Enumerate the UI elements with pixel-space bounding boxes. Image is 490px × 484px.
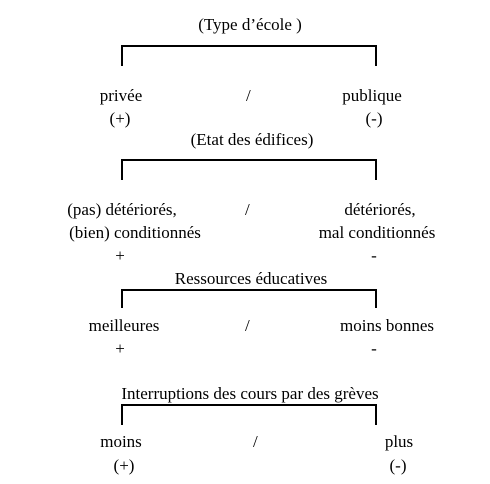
right-sign-4: (-)	[389, 456, 407, 475]
left-label-deteriores-line2: (bien) conditionnés	[69, 223, 201, 242]
right-sign-2: -	[371, 246, 377, 265]
left-sign-1: (+)	[109, 109, 131, 128]
left-sign-3: +	[115, 339, 125, 358]
right-label-publique: publique	[342, 86, 402, 105]
title-interruptions-greves: Interruptions des cours par des grèves	[121, 384, 379, 403]
left-label-meilleures: meilleures	[88, 316, 160, 335]
title-etat-edifices: (Etat des édifices)	[190, 130, 314, 149]
right-label-moins-bonnes: moins bonnes	[340, 316, 434, 335]
bracket-ressources	[121, 289, 377, 308]
separator-4: /	[253, 432, 258, 451]
bracket-interruptions	[121, 404, 377, 425]
separator-2: /	[245, 200, 250, 219]
right-label-deteriores-line1: détériorés,	[344, 200, 416, 219]
left-sign-2: +	[115, 246, 125, 265]
separator-1: /	[246, 86, 251, 105]
bracket-type-ecole	[121, 45, 377, 66]
bracket-etat-edifices	[121, 159, 377, 180]
left-label-privee: privée	[99, 86, 143, 105]
left-label-deteriores-line1: (pas) détériorés,	[67, 200, 177, 219]
title-ressources-educatives: Ressources éducatives	[174, 269, 328, 288]
right-sign-1: (-)	[365, 109, 383, 128]
left-label-moins: moins	[100, 432, 142, 451]
right-label-deteriores-line2: mal conditionnés	[318, 223, 436, 242]
separator-3: /	[245, 316, 250, 335]
right-sign-3: -	[371, 339, 377, 358]
title-type-ecole: (Type d’école )	[198, 15, 302, 34]
left-sign-4: (+)	[113, 456, 135, 475]
right-label-plus: plus	[384, 432, 414, 451]
